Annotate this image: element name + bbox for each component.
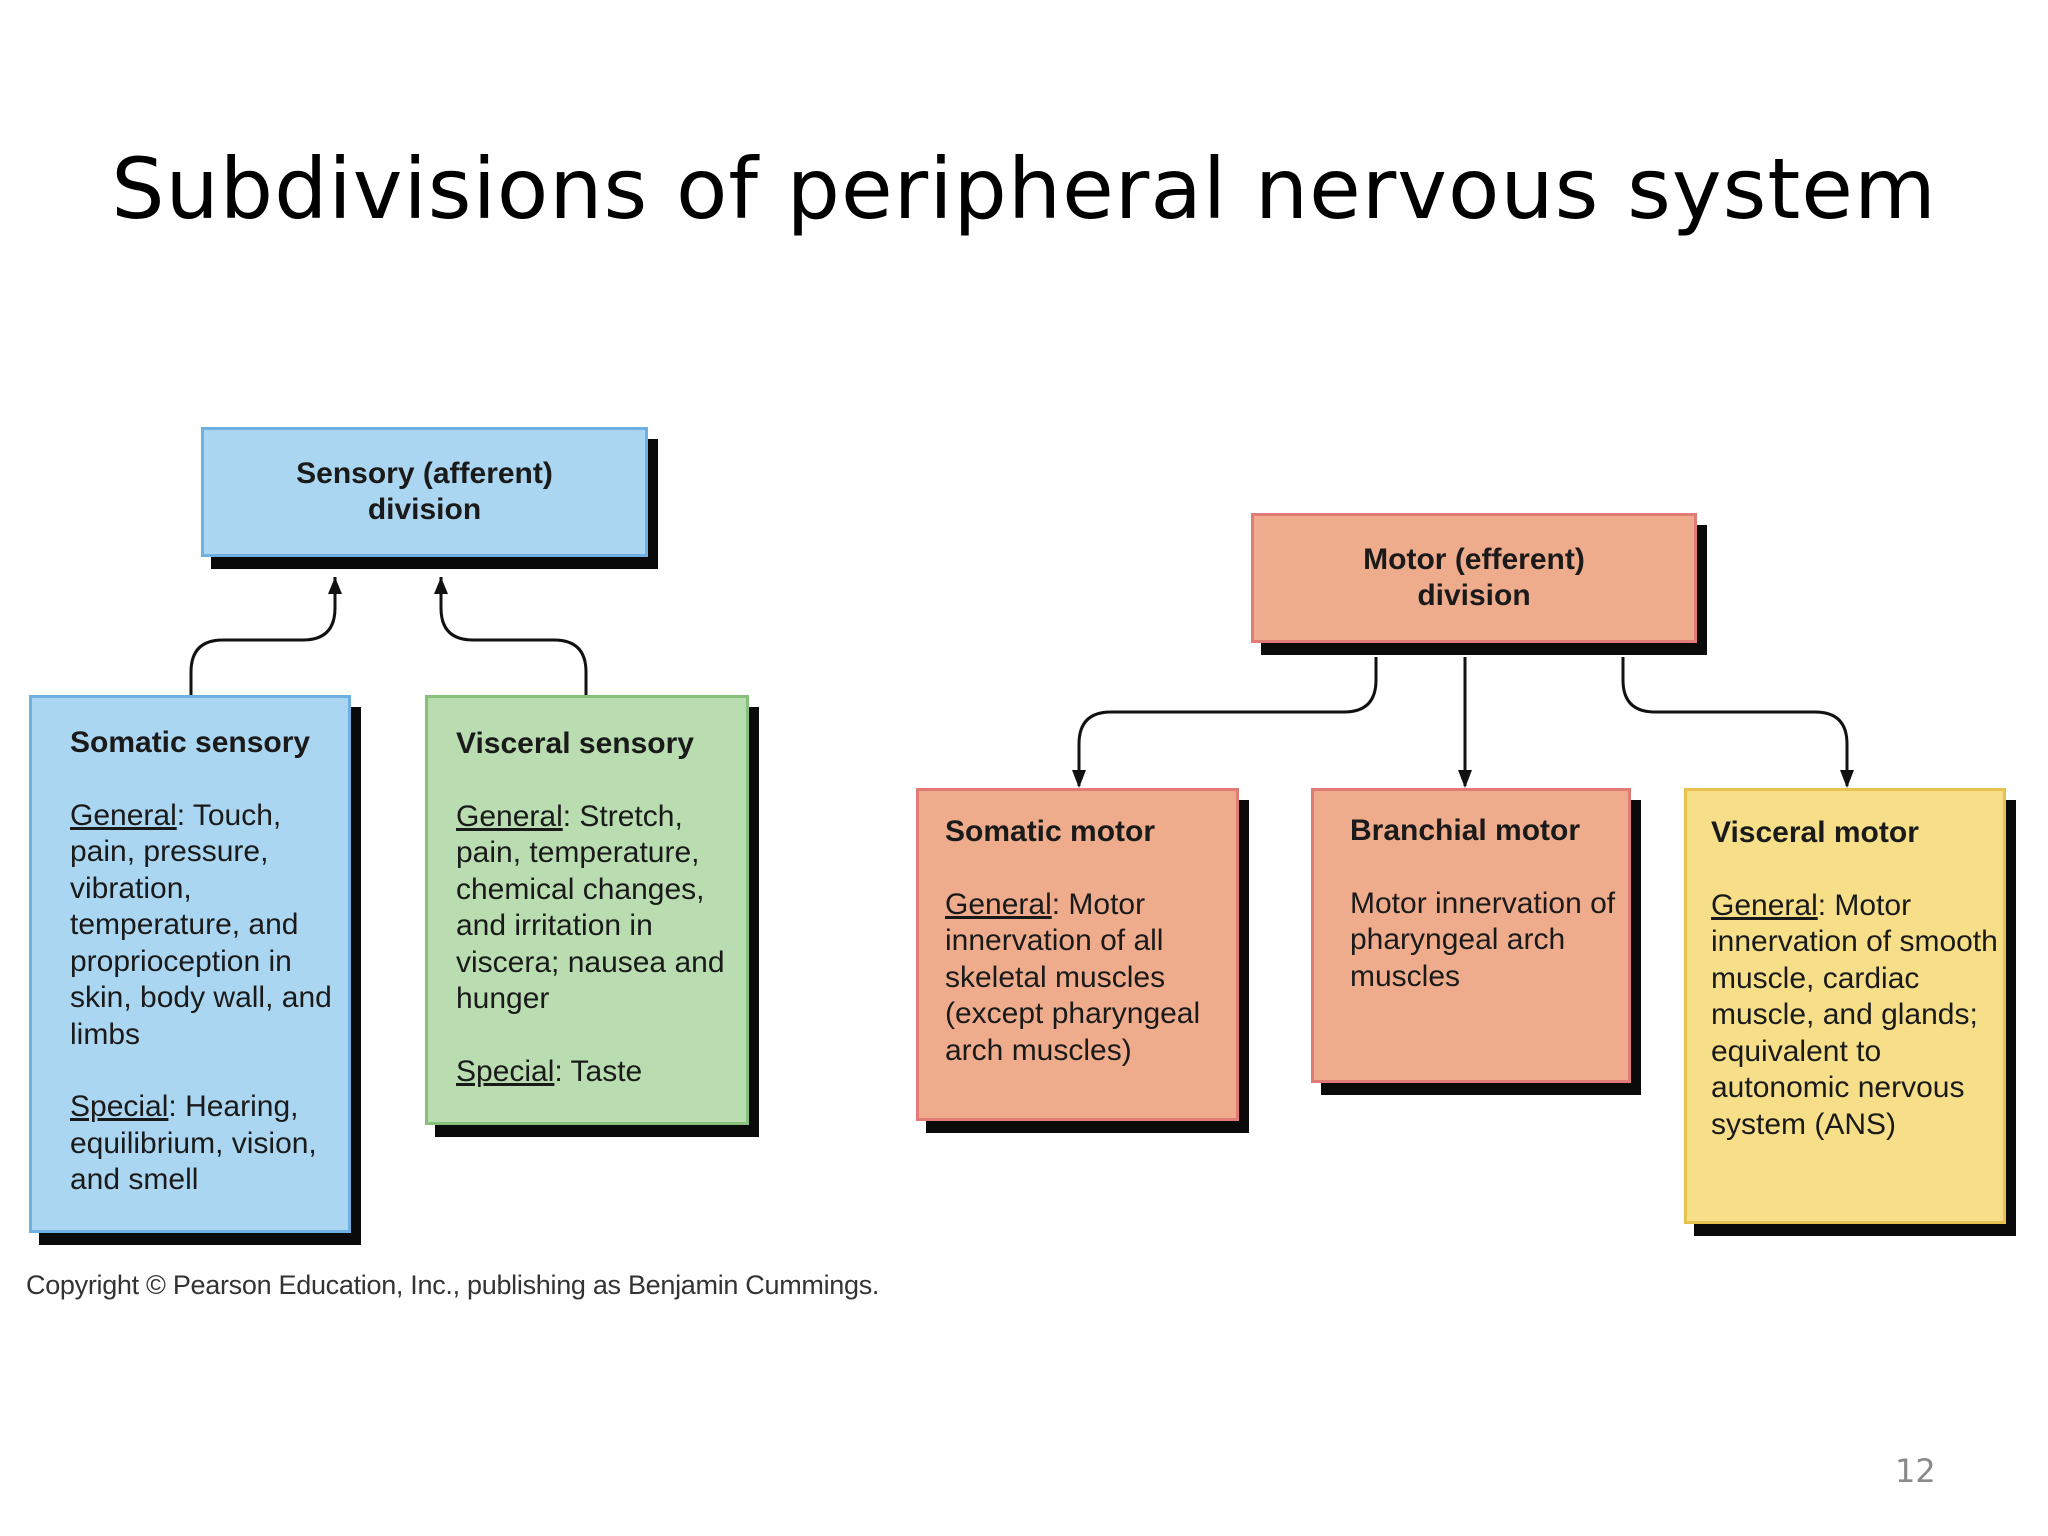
sensory-division-label-line1: Sensory (afferent) [296, 456, 553, 490]
visceral-sensory-special: Special: Taste [456, 1054, 746, 1091]
visceral-sensory-general: General: Stretch, pain, temperature, che… [456, 799, 746, 1018]
special-label: Special [70, 1090, 169, 1123]
somatic-sensory-heading: Somatic sensory [70, 726, 311, 759]
somatic-sensory-general: General: Touch, pain, pressure, vibratio… [70, 798, 340, 1054]
general-text: : Motor innervation of all skeletal musc… [945, 887, 1201, 1067]
branchial-motor-text: Motor innervation of pharyngeal arch mus… [1350, 886, 1616, 993]
general-text: : Motor innervation of smooth muscle, ca… [1711, 888, 1998, 1141]
page-number: 12 [1895, 1452, 1936, 1490]
somatic-sensory-special: Special: Hearing, equilibrium, vision, a… [70, 1089, 340, 1199]
sensory-division-box: Sensory (afferent) division [201, 427, 648, 557]
motor-division-label-line2: division [1417, 579, 1531, 612]
general-text: : Stretch, pain, temperature, chemical c… [456, 799, 725, 1016]
general-label: General [945, 887, 1052, 921]
branchial-motor-box: Branchial motor Motor innervation of pha… [1311, 788, 1631, 1083]
general-label: General [1711, 888, 1818, 922]
special-text: : Hearing, equilibrium, vision, and smel… [70, 1090, 317, 1196]
motor-division-label-line1: Motor (efferent) [1363, 542, 1585, 576]
branchial-motor-heading: Branchial motor [1350, 814, 1581, 847]
visceral-motor-heading: Visceral motor [1711, 816, 1919, 849]
arrow-visceral-to-sensory [439, 577, 588, 697]
visceral-motor-general: General: Motor innervation of smooth mus… [1711, 888, 2001, 1144]
somatic-motor-box: Somatic motor General: Motor innervation… [916, 788, 1239, 1121]
visceral-sensory-heading: Visceral sensory [456, 727, 694, 760]
copyright-notice: Copyright © Pearson Education, Inc., pub… [26, 1270, 880, 1300]
special-label: Special [456, 1054, 555, 1088]
general-text: : Touch, pain, pressure, vibration, temp… [70, 798, 332, 1051]
general-label: General [70, 798, 177, 832]
special-text: : Taste [554, 1054, 643, 1088]
arrow-somatic-to-sensory [189, 577, 337, 697]
arrow-motor-to-somatic [1077, 657, 1378, 786]
somatic-motor-heading: Somatic motor [945, 815, 1156, 848]
somatic-sensory-box: Somatic sensory General: Touch, pain, pr… [29, 695, 351, 1233]
sensory-division-label-line2: division [367, 493, 482, 526]
visceral-motor-box: Visceral motor General: Motor innervatio… [1684, 788, 2006, 1224]
motor-division-box: Motor (efferent) division [1251, 513, 1697, 643]
somatic-motor-general: General: Motor innervation of all skelet… [945, 887, 1235, 1070]
slide-title: Subdivisions of peripheral nervous syste… [111, 140, 1937, 238]
general-label: General [456, 799, 563, 833]
visceral-sensory-box: Visceral sensory General: Stretch, pain,… [425, 695, 749, 1125]
arrow-motor-to-visceral [1621, 657, 1849, 786]
